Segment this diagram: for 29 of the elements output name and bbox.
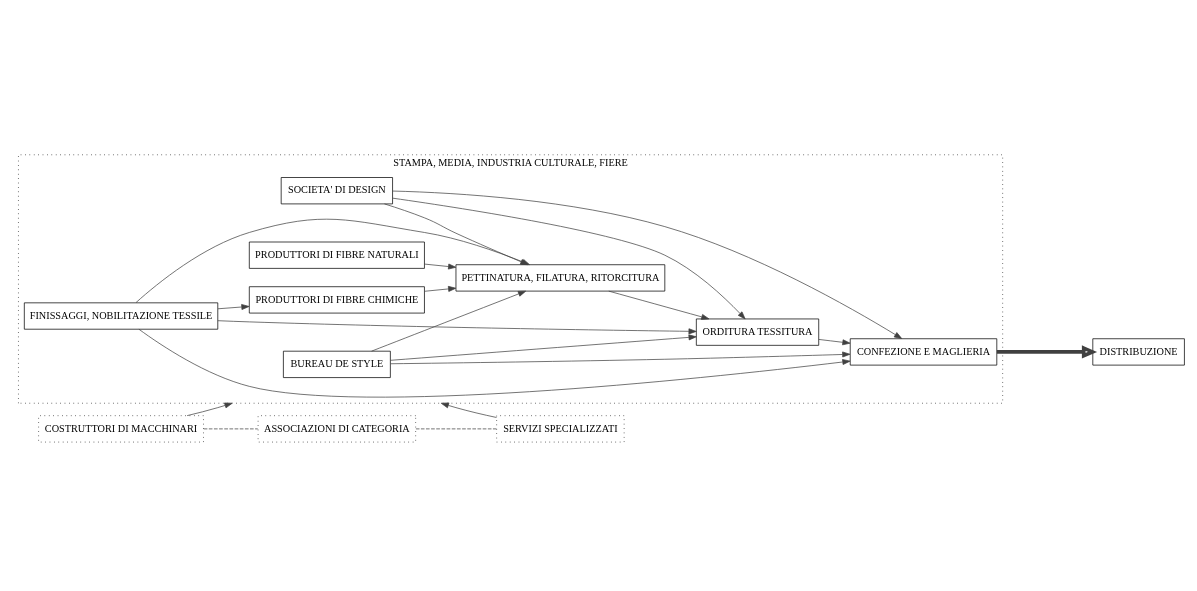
node-box: SERVIZI SPECIALIZZATI xyxy=(496,415,625,443)
node-box: PRODUTTORI DI FIBRE CHIMICHE xyxy=(248,286,425,314)
arrow xyxy=(371,290,527,352)
arrow xyxy=(424,286,457,292)
arrow xyxy=(424,263,457,270)
node-box: BUREAU DE STYLE xyxy=(283,350,391,378)
arrow xyxy=(608,290,710,320)
node-box: FINISSAGGI, NOBILITAZIONE TESSILE xyxy=(23,302,219,330)
node-box: ASSOCIAZIONI DI CATEGORIA xyxy=(257,415,417,443)
arrow xyxy=(390,334,697,361)
node-box: PRODUTTORI DI FIBRE NATURALI xyxy=(248,241,425,269)
node-box: COSTRUTTORI DI MACCHINARI xyxy=(38,415,204,443)
node-box: ORDITURA TESSITURA xyxy=(695,318,820,346)
arrow xyxy=(217,304,250,310)
arrow xyxy=(818,339,851,346)
arrow xyxy=(186,402,233,416)
connector xyxy=(203,428,259,430)
node-box: PETTINATURA, FILATURA, RITORCITURA xyxy=(455,264,666,292)
arrow xyxy=(996,345,1098,359)
arrow xyxy=(138,328,851,398)
arrow xyxy=(217,320,697,335)
arrow xyxy=(392,190,903,339)
connector xyxy=(415,428,497,430)
arrow xyxy=(390,351,851,365)
node-box: SOCIETA' DI DESIGN xyxy=(280,177,393,205)
arrow xyxy=(392,197,746,320)
node-box: CONFEZIONE E MAGLIERIA xyxy=(849,338,998,366)
node-box: DISTRIBUZIONE xyxy=(1092,338,1185,366)
arrow xyxy=(440,402,497,418)
